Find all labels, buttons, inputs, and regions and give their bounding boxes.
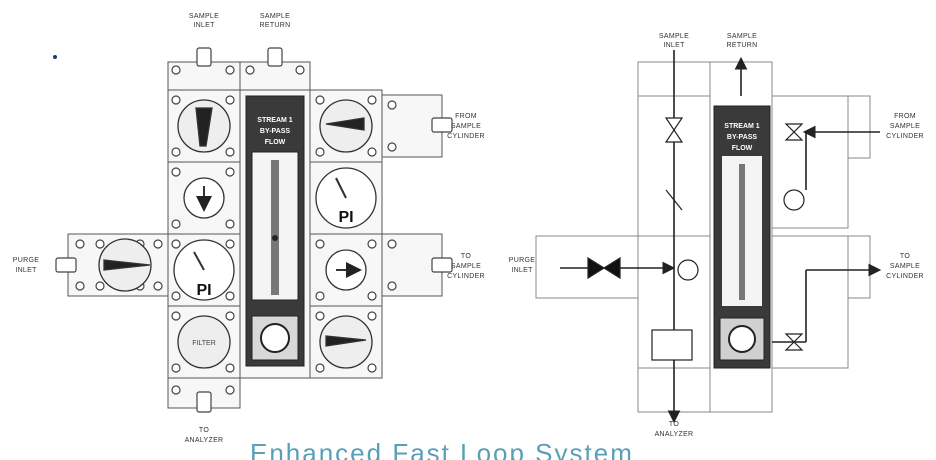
right-flowmeter bbox=[713, 105, 771, 369]
bullet-dot bbox=[53, 55, 57, 59]
left-flow-window-line1: STREAM 1 bbox=[257, 117, 293, 124]
right-purge-inlet-label: PURGE bbox=[509, 257, 535, 264]
right-to-cylinder-label-3: CYLINDER bbox=[886, 273, 924, 280]
isolation-valve-icon bbox=[664, 117, 684, 143]
right-flow-window-line3: FLOW bbox=[732, 145, 753, 152]
cylinder-valve-icon bbox=[784, 123, 804, 141]
purge-knob-icon bbox=[103, 259, 151, 271]
right-sample-return-label: SAMPLE bbox=[727, 33, 757, 40]
left-to-analyzer-label: TO bbox=[199, 427, 209, 434]
right-sample-inlet-label-2: INLET bbox=[663, 42, 685, 49]
right-flow-window-line1: STREAM 1 bbox=[724, 123, 760, 130]
filter-icon bbox=[651, 329, 693, 361]
left-purge-inlet-label-2: INLET bbox=[15, 267, 37, 274]
figure-caption: Enhanced Fast Loop System bbox=[250, 438, 634, 460]
right-to-cylinder-label-2: SAMPLE bbox=[890, 263, 920, 270]
left-fittings bbox=[55, 47, 453, 413]
cylinder-valve-icon-2 bbox=[784, 333, 804, 351]
left-from-cylinder-label-3: CYLINDER bbox=[447, 133, 485, 140]
left-from-cylinder-label: FROM bbox=[455, 113, 477, 120]
left-components bbox=[98, 99, 377, 369]
left-sample-return-label-2: RETURN bbox=[260, 22, 291, 29]
left-gauge-upper-label: PI bbox=[338, 209, 353, 226]
right-sample-return-label-2: RETURN bbox=[727, 42, 758, 49]
purge-valve-icon bbox=[587, 256, 621, 280]
left-to-cylinder-label: TO bbox=[461, 253, 471, 260]
left-sample-return-label: SAMPLE bbox=[260, 13, 290, 20]
knob-down-arrow-icon bbox=[195, 107, 213, 147]
right-from-cylinder-label: FROM bbox=[894, 113, 916, 120]
right-to-analyzer-label-2: ANALYZER bbox=[655, 431, 694, 438]
right-to-cylinder-label: TO bbox=[900, 253, 910, 260]
knob-left-arrow-icon bbox=[325, 117, 365, 131]
left-flowmeter bbox=[245, 95, 305, 367]
right-components bbox=[587, 117, 805, 361]
left-from-cylinder-label-2: SAMPLE bbox=[451, 123, 481, 130]
left-bolts bbox=[75, 65, 397, 395]
right-sample-inlet-label: SAMPLE bbox=[659, 33, 689, 40]
right-purge-inlet-label-2: INLET bbox=[511, 267, 533, 274]
pressure-gauge-icon bbox=[677, 259, 699, 281]
left-flow-window-line2: BY-PASS bbox=[260, 128, 291, 135]
right-to-analyzer-label: TO bbox=[669, 421, 679, 428]
right-panel bbox=[535, 61, 871, 413]
left-filter-label: FILTER bbox=[192, 340, 216, 347]
left-flow-window-line3: FLOW bbox=[265, 139, 286, 146]
left-sample-inlet-label-2: INLET bbox=[193, 22, 215, 29]
left-to-cylinder-label-3: CYLINDER bbox=[447, 273, 485, 280]
left-gauge-lower-label: PI bbox=[196, 282, 211, 299]
left-to-cylinder-label-2: SAMPLE bbox=[451, 263, 481, 270]
right-flow-window-line2: BY-PASS bbox=[727, 134, 758, 141]
left-purge-inlet-label: PURGE bbox=[13, 257, 39, 264]
right-from-cylinder-label-3: CYLINDER bbox=[886, 133, 924, 140]
knob-right-arrow-icon bbox=[325, 335, 367, 347]
pressure-gauge-icon-2 bbox=[783, 189, 805, 211]
left-sample-inlet-label: SAMPLE bbox=[189, 13, 219, 20]
right-from-cylinder-label-2: SAMPLE bbox=[890, 123, 920, 130]
left-to-analyzer-label-2: ANALYZER bbox=[185, 437, 224, 444]
